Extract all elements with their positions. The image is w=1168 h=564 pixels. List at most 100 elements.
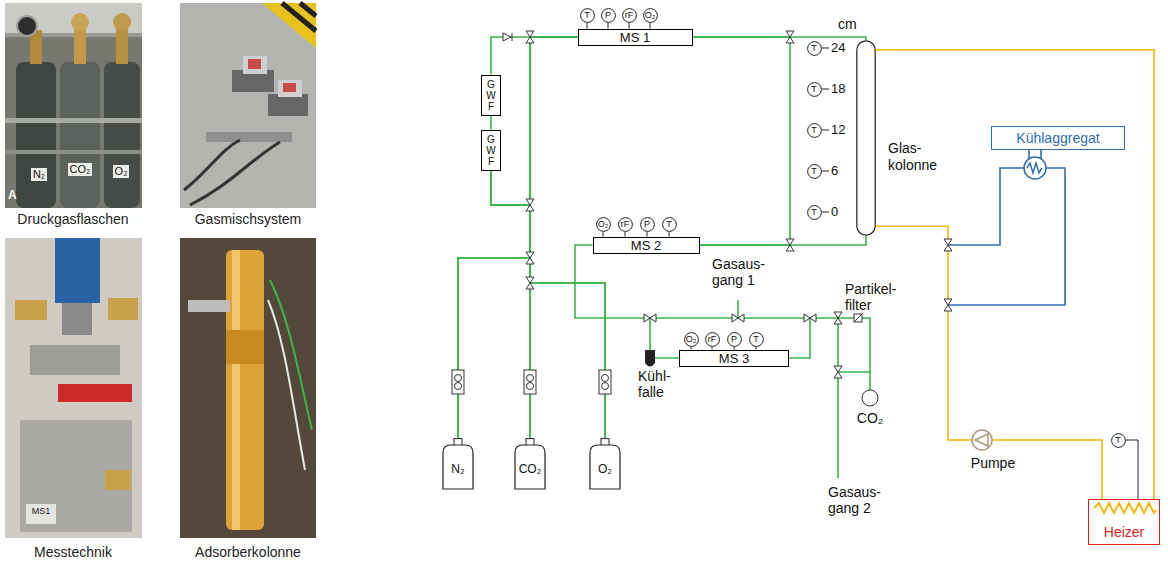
drawing-part [1024, 157, 1046, 179]
glass-column: Glas- kolonne [856, 40, 876, 236]
node-text: G W F [486, 79, 496, 112]
drawing-part [854, 314, 862, 322]
measuring-section-box: MS 1 [578, 29, 693, 46]
drawing-part [526, 199, 534, 211]
drawing-part [55, 238, 100, 303]
pipe-connector [700, 236, 867, 245]
photo-caption: Gasmischsystem [195, 211, 302, 227]
photo-gas-cylinders [5, 3, 142, 208]
node-text: rF [625, 10, 634, 21]
coolant-pipes [948, 150, 1065, 305]
cold-trap [645, 350, 655, 367]
sensor-circle: rF [618, 217, 633, 232]
drawing-part [20, 420, 132, 532]
sensor-outline [1111, 433, 1125, 447]
component-label: Kühl- falle [638, 368, 680, 400]
heat-exchanger [1024, 157, 1046, 179]
gas-cylinder: O₂ [589, 438, 621, 490]
gas-washing-bottle: G W F [481, 130, 501, 171]
sensor-circle: rF [705, 332, 720, 347]
cylinder-outline [443, 445, 473, 489]
drawing-part [300, 3, 316, 16]
heater-coil [1094, 503, 1156, 513]
drawing-part [15, 300, 47, 320]
height-number: 18 [831, 81, 845, 96]
drawing-part [226, 330, 264, 364]
pipe-connector [491, 116, 492, 130]
pipe-connector [575, 245, 679, 358]
drawing-part [834, 312, 842, 324]
sensor-outline [662, 217, 676, 231]
sensor-circle: T [662, 217, 677, 232]
drawing-part [108, 298, 138, 320]
drawing-part [243, 56, 267, 74]
node-text: MS 3 [719, 351, 749, 366]
drawing-part [5, 118, 142, 123]
drawing-part [644, 314, 656, 322]
photo-caption: Messtechnik [34, 544, 112, 560]
drawing-part [1027, 163, 1042, 173]
cylinder-outline [590, 445, 620, 489]
drawing-part [527, 375, 534, 382]
drawing-part [98, 384, 132, 402]
sensor-circle: O₂ [596, 217, 611, 232]
component-label: Partikel- filter [845, 281, 905, 313]
cylinder-outline [515, 445, 545, 489]
drawing-part [113, 13, 131, 31]
drawing-part [455, 375, 462, 382]
sensor-label: CO₂ [857, 410, 883, 426]
sensor-outline [807, 164, 821, 178]
node-outline [856, 40, 876, 236]
drawing-part [524, 370, 536, 394]
height-number: 12 [831, 122, 845, 137]
node-text: O₂ [686, 334, 697, 345]
drawing-part [74, 26, 86, 64]
photo-label: N₂ [31, 168, 47, 181]
node-text: T [753, 334, 759, 345]
node-text: T [811, 207, 817, 218]
measuring-section-box: MS 3 [679, 350, 789, 367]
pipe-line [876, 226, 1102, 499]
sensor-circle: O₂ [684, 332, 699, 347]
sensor-outline [684, 332, 698, 346]
pipe-line [491, 171, 530, 439]
node-text: T [1115, 435, 1121, 446]
drawing-part [944, 299, 952, 311]
drawing-part [71, 13, 89, 31]
sensor-outline [807, 41, 821, 55]
sensor-circle: T [1111, 433, 1126, 448]
pipe-connector [693, 37, 791, 245]
node-text: T [811, 125, 817, 136]
pipe-connector [876, 50, 1154, 499]
pipe-line [700, 236, 867, 245]
pipe-line [530, 37, 578, 438]
node-text: O₂ [598, 219, 609, 230]
sensor-circle: T [807, 164, 822, 179]
drawing-part [180, 238, 316, 538]
photo-measuring [5, 238, 142, 538]
drawing-part [16, 62, 56, 208]
sensor-circle: T [807, 82, 822, 97]
pump-symbol [972, 430, 992, 450]
node-text: T [584, 10, 590, 21]
node-text: P [644, 219, 650, 230]
sensor-circle: T [807, 205, 822, 220]
drawing-part [526, 252, 534, 264]
unit-label: cm [838, 16, 857, 32]
sensor-outline [807, 82, 821, 96]
cooling-unit-box: Kühlaggregat [991, 126, 1125, 150]
drawing-part [972, 430, 992, 450]
sensor-outline [596, 217, 610, 231]
drawing-part [58, 384, 98, 402]
drawing-part [602, 375, 609, 382]
drawing-part [62, 303, 92, 335]
pipe-line [693, 37, 791, 245]
drawing-part [786, 31, 794, 43]
node-text: O₂ [645, 10, 656, 21]
drawing-part [232, 250, 240, 530]
node-text: rF [621, 219, 630, 230]
outlet-label: Gasaus- gang 2 [828, 484, 890, 516]
pipe-connector [491, 171, 530, 439]
drawing-part [60, 62, 100, 208]
